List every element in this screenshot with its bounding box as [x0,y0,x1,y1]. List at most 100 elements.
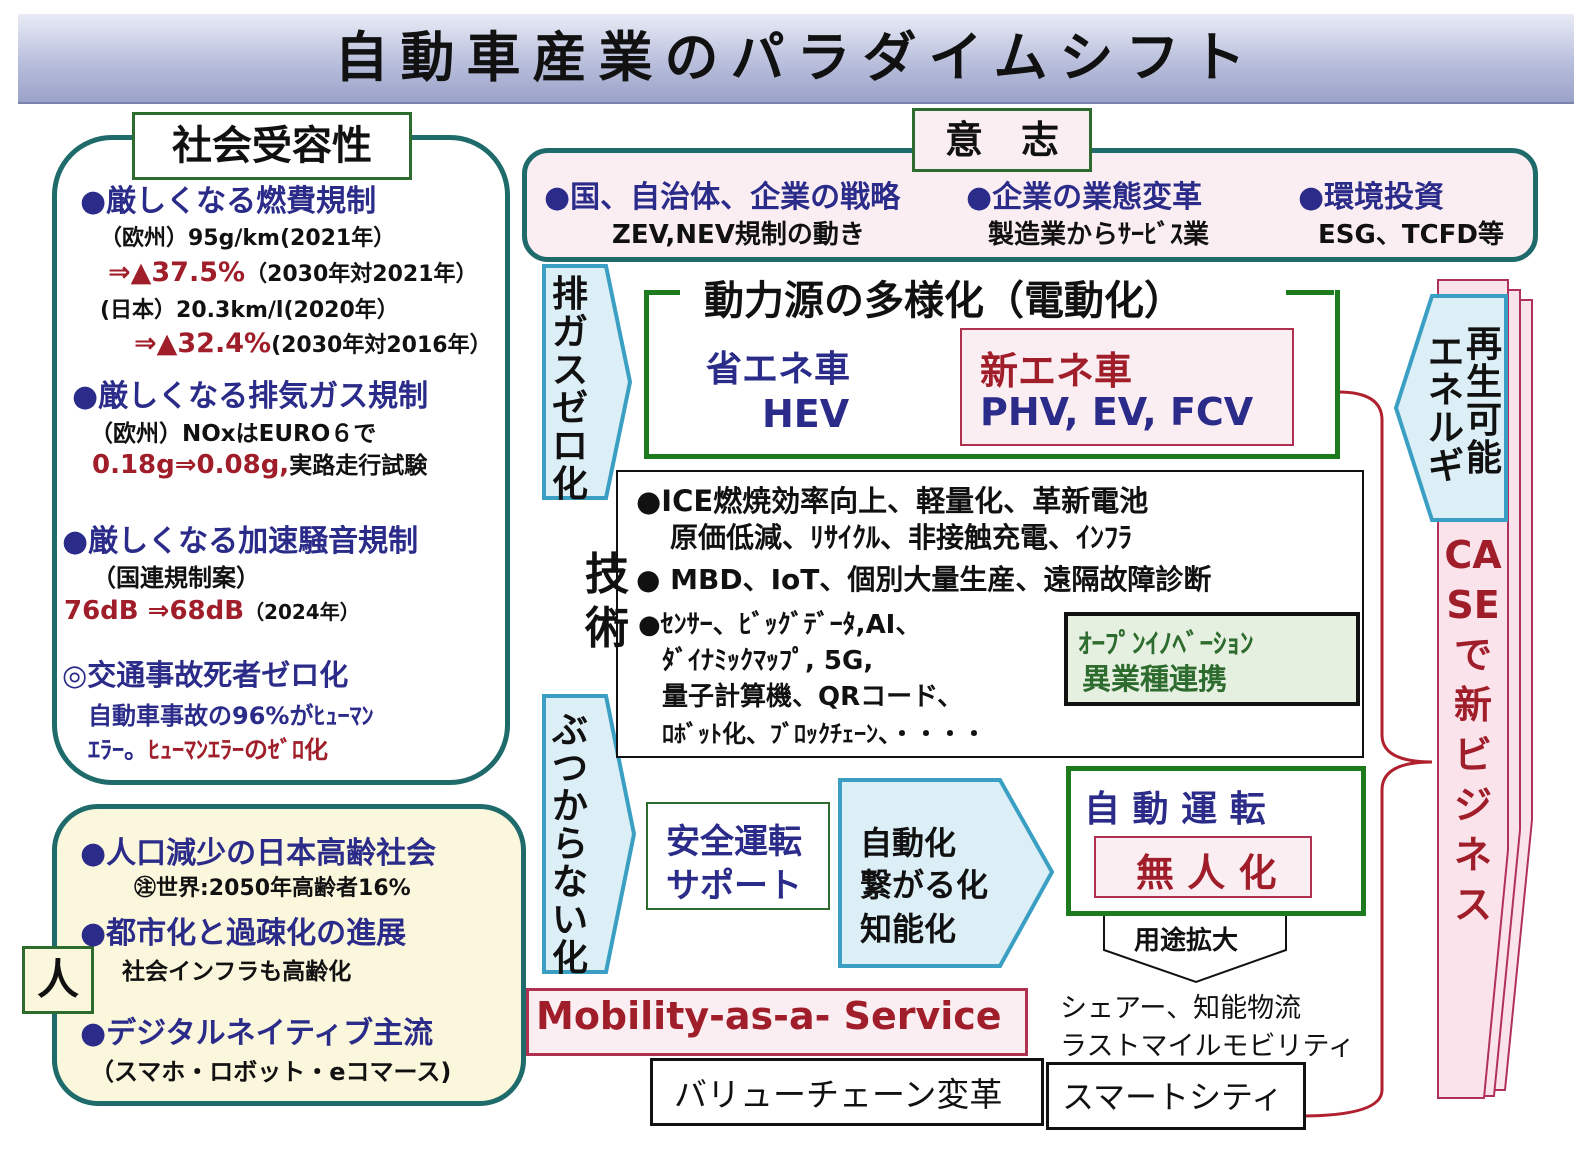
fuel-rule-eu-target: ⇒▲37.5%（2030年対2021年） [108,256,478,288]
title-bar: 自動車産業のパラダイムシフト [18,14,1574,104]
fuel-rule-eu: （欧州）95g/km(2021年） [100,226,396,251]
evolution-line-3: 知能化 [860,910,957,948]
will-item-transform: ●企業の業態変革 [966,180,1203,215]
people-label: 人 [22,946,94,1014]
emission-zero-label-text: 排ガスゼロ化 [551,274,588,505]
tech-line-7: ﾛﾎﾞｯﾄ化、ﾌﾞﾛｯｸﾁｪｰﾝ、・・・・ [662,720,986,748]
people-panel [52,804,526,1106]
fuel-rule-eu-note: （2030年対2021年） [245,262,478,287]
will-heading: 意 志 [912,108,1092,172]
exhaust-rule-value: 0.18g⇒0.08g, [92,450,290,480]
exhaust-rule-title: ●厳しくなる排気ガス規制 [72,379,429,414]
will-item-strategy: ●国、自治体、企業の戦略 [544,180,901,215]
safety-support-line-1: 安全運転 [666,822,802,862]
people-item-3: ●デジタルネイティブ主流 [80,1016,434,1051]
no-collision-arrow [542,694,637,974]
people-item-2: ●都市化と過疎化の進展 [80,916,407,951]
new-energy-title: 新エネ車 [980,349,1133,393]
unmanned-box [1094,836,1312,898]
accident-line-2a: ｴﾗｰ。 [88,736,148,764]
social-acceptance-panel [52,135,510,785]
people-label-text: 人 [36,955,79,1004]
noise-rule-year: （2024年） [244,600,360,624]
noise-rule-value: 76dB ⇒68dB [64,596,245,626]
case-brace [1299,390,1433,1118]
evolution-line-1: 自動化 [860,824,957,862]
uses-line-1: シェアー、知能物流 [1060,993,1302,1024]
evolution-arrow [838,778,1055,968]
maas-label: Mobility-as-a- Service [536,994,1002,1038]
fuel-rule-jp-note: (2030年対2016年） [271,333,492,358]
smart-city-label: スマートシティ [1062,1078,1284,1116]
will-item-transform-sub: 製造業からｻｰﾋﾞｽ業 [988,220,1210,250]
tech-line-2: 原価低減、ﾘｻｲｸﾙ、非接触充電、ｲﾝﾌﾗ [670,521,1133,554]
exhaust-rule-test: 実路走行試験 [289,453,428,479]
exhaust-rule-eu: （欧州）NOxはEURO６で [90,421,377,447]
autonomous-driving-title: 自 動 運 転 [1084,789,1266,830]
no-collision-label: ぶつからない化 [548,712,592,978]
open-innovation-line-2: 異業種連携 [1082,662,1228,696]
people-item-3-note: （スマホ・ロボット・eコマース) [90,1058,452,1086]
emission-zero-arrow [542,264,633,500]
tech-line-4: ●ｾﾝｻｰ、ﾋﾞｯｸﾞﾃﾞｰﾀ,AI、 [638,610,922,640]
power-source-title: 動力源の多様化（電動化） [704,278,1184,324]
renewable-col-right: 再生可能 [1466,326,1502,478]
will-item-investment-sub: ESG、TCFD等 [1318,220,1504,250]
tech-line-6: 量子計算機、QRコード、 [662,682,964,712]
expand-label: 用途拡大 [1134,926,1239,956]
will-heading-text: 意 志 [944,118,1059,162]
open-innovation-line-1: ｵｰﾌﾟﾝｲﾉﾍﾞｰｼｮﾝ [1078,629,1254,660]
smart-city-box [1046,1062,1306,1130]
accident-title: ◎交通事故死者ゼロ化 [62,658,349,692]
page-title: 自動車産業のパラダイムシフト [334,26,1258,89]
noise-rule-values: 76dB ⇒68dB（2024年） [64,596,360,626]
will-item-investment: ●環境投資 [1298,180,1445,215]
renewable-col-left: エネルギ [1428,334,1464,486]
case-label-text: CASEで新ビジネス [1444,533,1502,927]
safety-support-box [646,802,830,910]
people-item-1: ●人口減少の日本高齢社会 [80,836,437,871]
fuel-rule-title: ●厳しくなる燃費規制 [80,184,377,219]
power-border-right [1286,290,1334,295]
fuel-rule-jp-arrow: ⇒▲32.4% [134,328,272,359]
tech-line-3: ● MBD、IoT、個別大量生産、遠隔故障診断 [636,563,1212,596]
exhaust-rule-values: 0.18g⇒0.08g,実路走行試験 [92,446,427,480]
safety-support-line-2: サポート [666,866,802,906]
evolution-line-2: 繋がる化 [860,866,989,904]
maas-box [526,988,1028,1056]
technology-label: 技術 [580,548,634,656]
fuel-rule-eu-arrow: ⇒▲37.5% [108,257,246,288]
will-item-strategy-sub: ZEV,NEV規制の動き [612,220,865,250]
unmanned-label: 無 人 化 [1136,851,1277,895]
value-chain-box [650,1058,1044,1126]
tech-line-5: ﾀﾞｲﾅﾐｯｸﾏｯﾌﾟ, 5G, [662,646,874,676]
energy-saving-sub: HEV [762,392,850,436]
accident-line-1: 自動車事故の96%がﾋｭｰﾏﾝ [88,702,374,730]
new-energy-box [960,328,1294,446]
accident-line-2b: ﾋｭｰﾏﾝｴﾗｰのｾﾞﾛ化 [148,736,328,764]
social-acceptance-heading: 社会受容性 [132,112,412,180]
no-collision-label-text: ぶつからない化 [551,710,588,979]
open-innovation-box [1064,612,1360,706]
tech-line-1: ●ICE燃焼効率向上、軽量化、革新電池 [636,484,1149,518]
social-acceptance-heading-text: 社会受容性 [172,123,372,169]
emission-zero-label: 排ガスゼロ化 [548,276,592,504]
people-item-1-note: ㊟世界:2050年高齢者16% [134,876,411,901]
accident-line-2: ｴﾗｰ。ﾋｭｰﾏﾝｴﾗｰのｾﾞﾛ化 [88,730,328,765]
fuel-rule-jp-target: ⇒▲32.4%(2030年対2016年） [134,327,492,359]
power-border-left [644,290,680,295]
renewable-col-right-text: 再生可能 [1466,324,1503,479]
value-chain-label: バリューチェーン変革 [674,1075,1003,1114]
noise-rule-un: （国連規制案） [92,564,260,592]
power-source-panel [644,290,1340,459]
people-item-2-note: 社会インフラも高齢化 [122,959,352,985]
case-label: CASEで新ビジネス [1442,530,1504,930]
new-energy-sub: PHV, EV, FCV [980,390,1254,434]
renewable-col-left-text: エネルギ [1428,332,1465,487]
fuel-rule-jp: (日本）20.3km/l(2020年） [100,298,399,323]
renewable-arrow [1393,294,1508,522]
noise-rule-title: ●厳しくなる加速騒音規制 [62,524,419,559]
technology-label-text: 技術 [585,549,629,654]
